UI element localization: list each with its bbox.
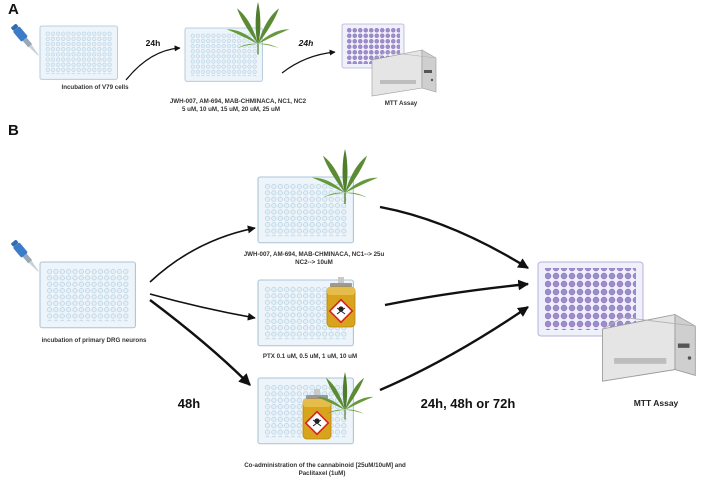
v79-caption: Incubation of V79 cells: [61, 84, 129, 91]
time-b-left: 48h: [178, 396, 200, 411]
cannabinoid-plate-b: [257, 176, 354, 244]
v79-cell-plate: [39, 25, 118, 80]
arrow-a1: [125, 45, 181, 81]
mtt-caption-b: MTT Assay: [634, 398, 679, 408]
pipette-icon-b: [10, 238, 42, 275]
compounds-caption-a: JWH-007, AM-694, MAB-CHMINACA, NC1, NC2: [170, 98, 307, 105]
branch1-caption-line2: NC2--> 10uM: [295, 259, 333, 266]
pipette-icon: [10, 22, 42, 59]
treatment-plate-a: [184, 27, 263, 82]
arrow-a2: [281, 49, 336, 74]
panel-label-b: B: [8, 122, 19, 139]
arrow-b-branch1: [149, 225, 256, 283]
branch2-caption: PTX 0.1 uM, 0.5 uM, 1 uM, 10 uM: [263, 353, 357, 360]
mtt-plate-b: [537, 261, 644, 337]
mtt-caption-a: MTT Assay: [385, 100, 418, 107]
ptx-bag-icon: [326, 276, 356, 328]
branch3-caption-line1: Co-administration of the cannabinoid [25…: [244, 462, 406, 469]
arrow-b-branch2: [149, 293, 256, 321]
mtt-plate-a: [341, 23, 405, 69]
concentrations-caption-a: 5 uM, 10 uM, 15 uM, 20 uM, 25 uM: [182, 106, 280, 113]
time-a1: 24h: [146, 38, 161, 48]
time-a2: 24h: [298, 38, 314, 48]
branch1-caption-line1: JWH-007, AM-694, MAB-CHMINACA, NC1--> 25…: [244, 251, 385, 258]
branch3-caption-line2: Paclitaxel (1uM): [299, 470, 346, 477]
arrow-b-merge2: [384, 279, 530, 307]
time-b-right: 24h, 48h or 72h: [421, 396, 516, 411]
arrow-b-merge1: [379, 205, 529, 270]
panel-label-a: A: [8, 1, 19, 18]
arrow-b-merge3: [379, 306, 529, 392]
drg-neuron-plate: [39, 261, 136, 329]
arrow-b-branch3: [149, 299, 251, 386]
drg-caption: incubation of primary DRG neurons: [42, 337, 147, 344]
ptx-bag-icon-b3: [302, 388, 332, 440]
